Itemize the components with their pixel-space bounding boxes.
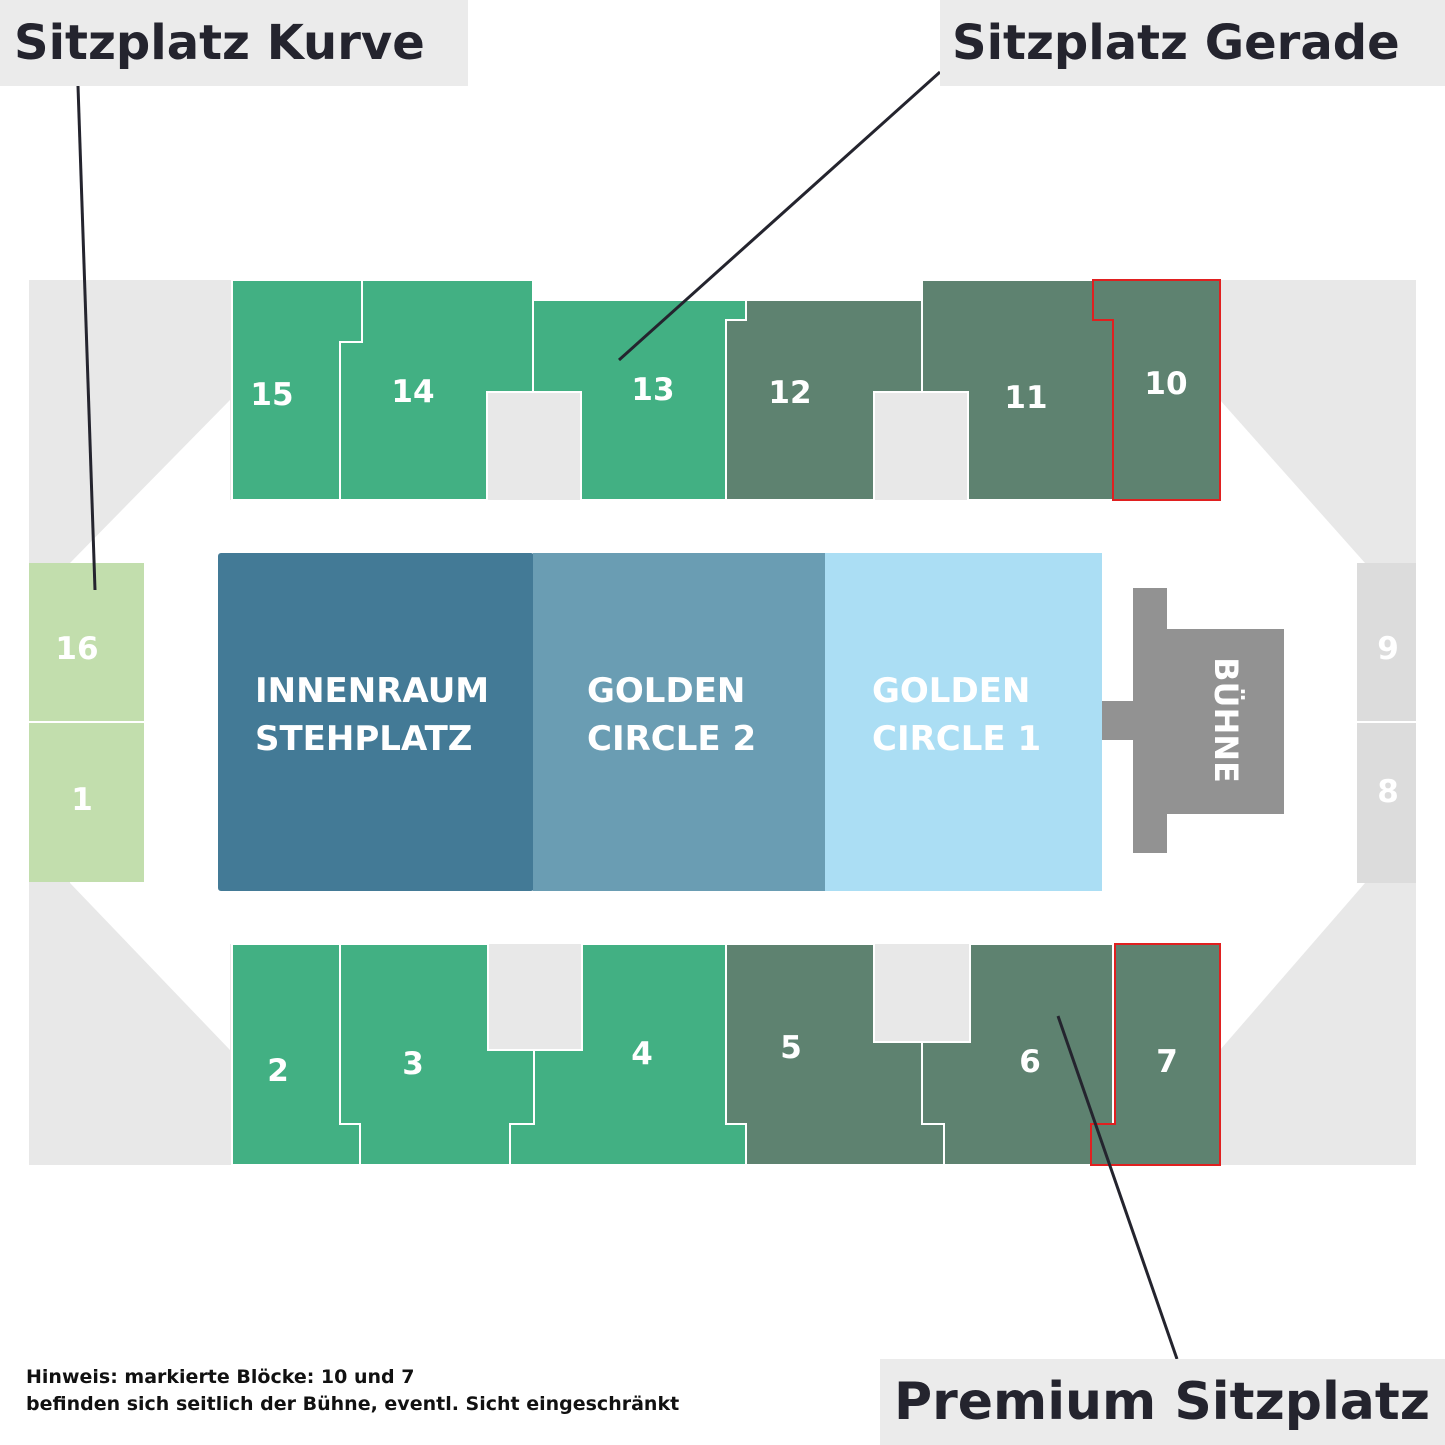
block-label: 15 bbox=[250, 377, 293, 413]
area-label-line2: STEHPLATZ bbox=[255, 719, 472, 759]
block-16[interactable]: 16 bbox=[29, 563, 144, 722]
block-8[interactable]: 8 bbox=[1357, 721, 1416, 883]
block-label: 8 bbox=[1377, 774, 1399, 810]
block-label: 16 bbox=[55, 631, 98, 667]
callout-lines bbox=[76, 70, 1179, 1360]
footnote-line2: befinden sich seitlich der Bühne, eventl… bbox=[26, 1393, 680, 1415]
area-innenraum-stehplatz[interactable]: INNENRAUM STEHPLATZ bbox=[218, 553, 534, 891]
block-7[interactable]: 7 bbox=[1090, 943, 1221, 1166]
kurve-pointer-line bbox=[76, 85, 97, 591]
block-label: 2 bbox=[267, 1053, 289, 1089]
block-6[interactable]: 6 bbox=[921, 943, 1114, 1166]
stage: BÜHNE bbox=[1102, 588, 1284, 853]
block-label: 3 bbox=[402, 1046, 424, 1082]
area-golden-circle-2[interactable]: GOLDEN CIRCLE 2 bbox=[533, 553, 825, 891]
callout-sitzplatz-gerade: Sitzplatz Gerade bbox=[940, 0, 1445, 86]
block-label: 7 bbox=[1156, 1044, 1178, 1080]
block-label: 14 bbox=[391, 374, 434, 410]
block-13[interactable]: 13 bbox=[532, 299, 747, 501]
block-1[interactable]: 1 bbox=[29, 721, 144, 882]
block-label: 12 bbox=[768, 375, 811, 411]
area-label-line1: INNENRAUM bbox=[255, 671, 489, 711]
footnote: Hinweis: markierte Blöcke: 10 und 7 befi… bbox=[26, 1364, 679, 1418]
area-label-line1: GOLDEN bbox=[587, 671, 745, 711]
block-label: 1 bbox=[71, 782, 93, 818]
block-12[interactable]: 12 bbox=[725, 299, 923, 501]
area-label-line2: CIRCLE 1 bbox=[872, 719, 1041, 759]
stage-label: BÜHNE bbox=[1207, 657, 1245, 783]
block-10[interactable]: 10 bbox=[1092, 279, 1221, 501]
premium-pointer-line bbox=[1056, 1015, 1179, 1360]
callout-premium-sitzplatz: Premium Sitzplatz bbox=[880, 1359, 1445, 1445]
block-label: 10 bbox=[1144, 366, 1187, 402]
area-label-line1: GOLDEN bbox=[872, 671, 1030, 711]
callout-sitzplatz-kurve: Sitzplatz Kurve bbox=[0, 0, 468, 86]
gerade-pointer-line bbox=[617, 70, 942, 362]
block-3[interactable]: 3 bbox=[339, 943, 535, 1166]
block-label: 6 bbox=[1019, 1044, 1041, 1080]
area-label-line2: CIRCLE 2 bbox=[587, 719, 756, 759]
area-golden-circle-1[interactable]: GOLDEN CIRCLE 1 bbox=[825, 553, 1102, 891]
block-4[interactable]: 4 bbox=[509, 943, 747, 1166]
block-label: 11 bbox=[1004, 380, 1047, 416]
block-9[interactable]: 9 bbox=[1357, 563, 1416, 722]
block-label: 13 bbox=[631, 372, 674, 408]
footnote-line1: Hinweis: markierte Blöcke: 10 und 7 bbox=[26, 1366, 415, 1388]
block-label: 9 bbox=[1377, 631, 1399, 667]
block-label: 5 bbox=[780, 1030, 802, 1066]
block-label: 4 bbox=[631, 1036, 653, 1072]
